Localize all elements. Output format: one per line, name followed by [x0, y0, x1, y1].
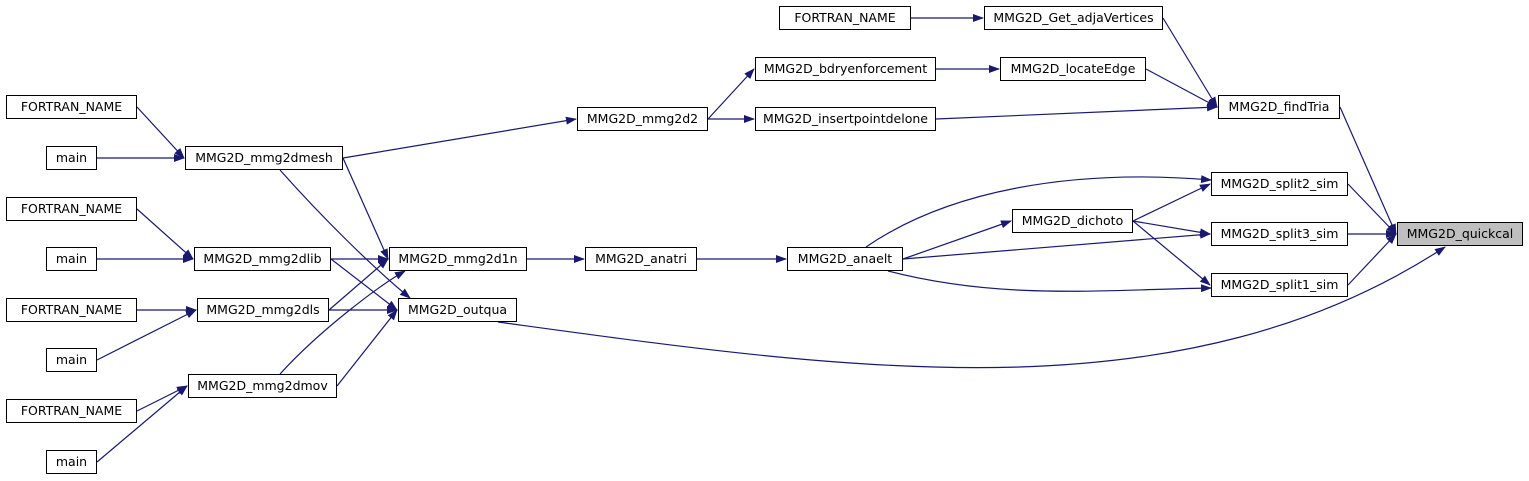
edge-dichoto-to-split3	[1132, 220, 1211, 237]
edge-mesh-to-d1n	[342, 157, 389, 260]
node-mmg2d-dichoto[interactable]: MMG2D_dichoto	[1012, 209, 1133, 233]
node-mmg2d-split1-sim[interactable]: MMG2D_split1_sim	[1211, 273, 1348, 297]
node-fortran-name[interactable]: FORTRAN_NAME	[6, 95, 137, 119]
edge-mmg2d2-to-bdry	[707, 68, 755, 120]
edge-findtria-to-quickcal	[1339, 106, 1397, 235]
node-main[interactable]: main	[46, 450, 97, 474]
edge-split1-to-quickcal	[1347, 233, 1397, 286]
node-mmg2d-mmg2dls[interactable]: MMG2D_mmg2dls	[197, 298, 329, 322]
edge-dls-to-d1n	[328, 258, 389, 311]
node-fortran-name[interactable]: FORTRAN_NAME	[6, 197, 137, 221]
edge-mesh-to-outqua	[279, 169, 411, 299]
edge-anaelt-to-split3	[902, 230, 1211, 260]
node-main[interactable]: main	[46, 146, 97, 170]
edge-anaelt-to-split1	[887, 270, 1212, 293]
node-mmg2d-split2-sim[interactable]: MMG2D_split2_sim	[1211, 172, 1348, 196]
node-mmg2d-mmg2d1n[interactable]: MMG2D_mmg2d1n	[389, 247, 527, 271]
edge-main4-to-mov	[96, 385, 188, 463]
edge-mov-to-d1n	[279, 270, 406, 375]
node-mmg2d-bdryenforcement[interactable]: MMG2D_bdryenforcement	[755, 57, 936, 81]
edge-dichoto-to-split2	[1132, 183, 1211, 222]
edge-split2-to-quickcal	[1347, 183, 1397, 235]
edge-getadja-to-findtria	[1162, 17, 1218, 108]
edge-mov-to-outqua	[336, 309, 398, 387]
edge-anaelt-to-dichoto	[902, 220, 1012, 260]
node-mmg2d-mmg2dmesh[interactable]: MMG2D_mmg2dmesh	[185, 146, 343, 170]
node-mmg2d-outqua[interactable]: MMG2D_outqua	[398, 298, 517, 322]
node-mmg2d-mmg2dlib[interactable]: MMG2D_mmg2dlib	[194, 247, 331, 271]
node-mmg2d-mmg2dmov[interactable]: MMG2D_mmg2dmov	[188, 374, 337, 398]
node-mmg2d-split3-sim[interactable]: MMG2D_split3_sim	[1211, 222, 1348, 246]
node-fortran-name[interactable]: FORTRAN_NAME	[779, 6, 911, 30]
node-mmg2d-anatri[interactable]: MMG2D_anatri	[585, 247, 697, 271]
node-fortran-name[interactable]: FORTRAN_NAME	[6, 399, 137, 423]
edge-locate-to-findtria	[1145, 68, 1218, 108]
edge-mesh-to-mmg2d2	[342, 116, 577, 159]
edge-ft3-to-lib	[136, 208, 194, 260]
edge-outqua-to-quickcal	[497, 246, 1446, 369]
edge-insert-to-findtria	[935, 103, 1218, 120]
node-mmg2d-findtria[interactable]: MMG2D_findTria	[1218, 95, 1340, 119]
node-main[interactable]: main	[46, 348, 97, 372]
node-mmg2d-quickcal[interactable]: MMG2D_quickcal	[1397, 222, 1523, 246]
node-mmg2d-mmg2d2[interactable]: MMG2D_mmg2d2	[577, 107, 708, 131]
node-mmg2d-insertpointdelone[interactable]: MMG2D_insertpointdelone	[755, 107, 936, 131]
edge-anaelt-to-split2	[865, 175, 1212, 248]
node-fortran-name[interactable]: FORTRAN_NAME	[6, 298, 137, 322]
node-mmg2d-locateedge[interactable]: MMG2D_locateEdge	[1000, 57, 1146, 81]
edge-ft2-to-mesh	[136, 106, 185, 159]
edge-lib-to-outqua	[330, 258, 398, 311]
edge-main3-to-dls	[96, 309, 197, 361]
node-mmg2d-anaelt[interactable]: MMG2D_anaelt	[787, 247, 903, 271]
node-main[interactable]: main	[46, 247, 97, 271]
edge-dichoto-to-split1	[1132, 220, 1211, 286]
node-mmg2d-get-adjavertices[interactable]: MMG2D_Get_adjaVertices	[984, 6, 1163, 30]
